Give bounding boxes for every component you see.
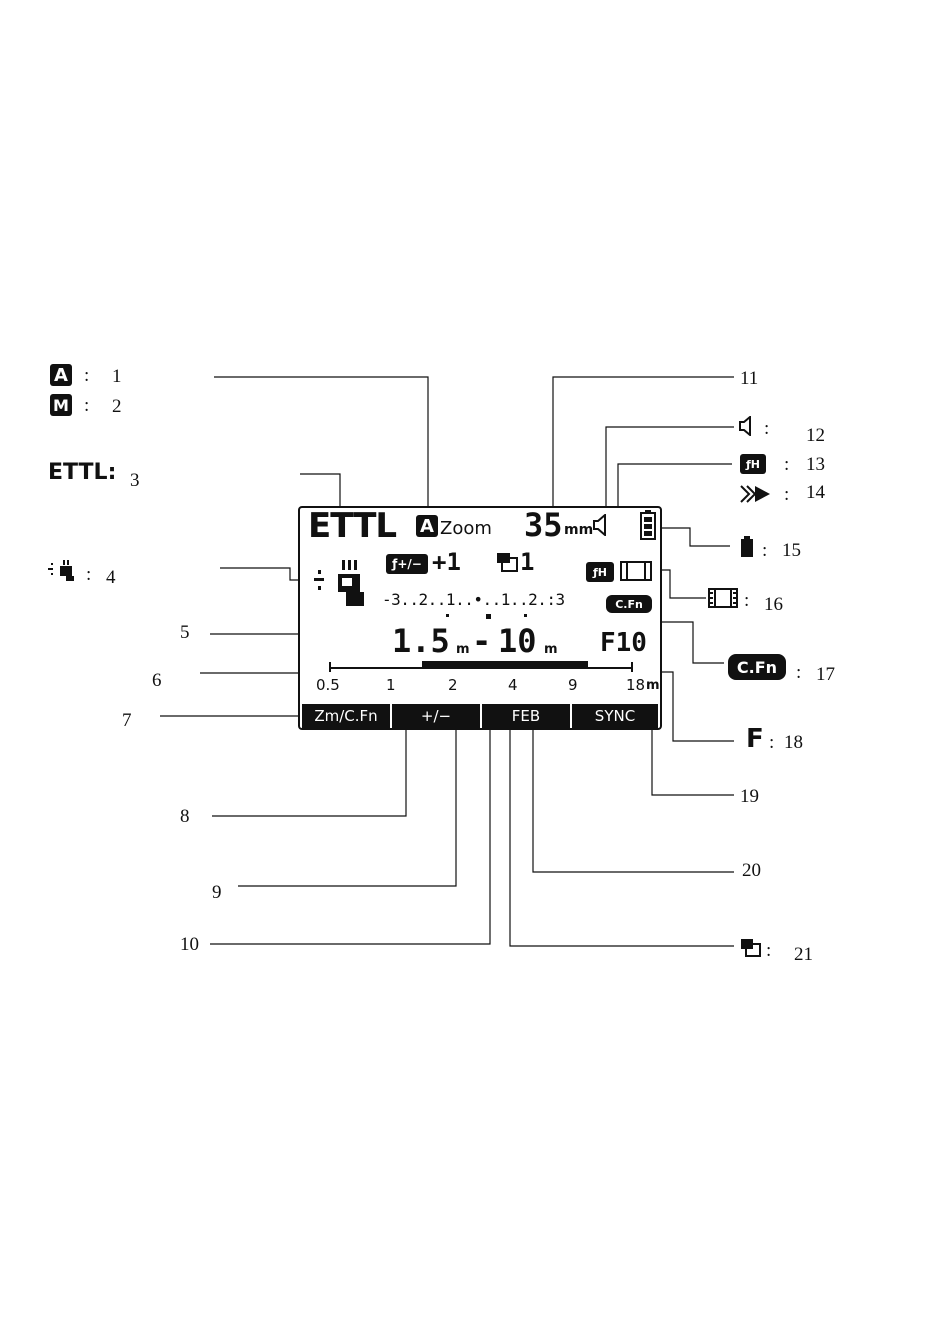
legend-colon: :	[796, 662, 801, 684]
focal-length-unit: mm	[564, 522, 593, 538]
f-number-label: F	[746, 724, 764, 754]
manual-zoom-icon: M	[50, 394, 72, 416]
tab-zoom-cfn[interactable]: Zm/C.Fn	[302, 704, 390, 728]
ettl-legend-label: ETTL:	[48, 460, 116, 485]
legend-num-13: 13	[806, 454, 825, 476]
distance-unit: m	[646, 678, 660, 693]
legend-num-17: 17	[816, 664, 835, 686]
fe-lock-panel-icon	[496, 552, 520, 574]
leader-19	[652, 690, 734, 795]
flash-exposure-compensation-icon: ƒ+/−	[386, 554, 428, 574]
high-speed-sync-icon: ƒH	[740, 454, 766, 474]
film-frame-icon	[708, 587, 738, 609]
leader-1	[214, 377, 428, 520]
legend-colon: :	[744, 590, 749, 612]
legend-colon: :	[762, 540, 767, 562]
second-curtain-sync-icon	[740, 484, 772, 504]
legend-num-21: 21	[794, 944, 813, 966]
battery-icon	[740, 536, 754, 558]
legend-num-4: 4	[106, 567, 116, 589]
range-far: 10	[498, 622, 537, 660]
legend-num-7: 7	[122, 710, 132, 732]
fe-count: 1	[520, 548, 534, 576]
range-near-unit: m	[456, 642, 470, 657]
legend-num-1: 1	[112, 366, 122, 388]
auto-zoom-icon: A	[50, 364, 72, 386]
range-near: 1.5	[392, 622, 450, 660]
legend-colon: :	[764, 418, 769, 440]
custom-function-icon: C.Fn	[728, 654, 786, 680]
distance-tick-3: 4	[508, 676, 518, 694]
legend-num-12: 12	[806, 425, 825, 447]
leader-11	[553, 377, 734, 520]
zoom-auto-icon: A	[416, 515, 438, 537]
legend-num-9: 9	[212, 882, 222, 904]
legend-num-15: 15	[782, 540, 801, 562]
distance-tick-5: 18	[626, 676, 645, 694]
distance-tick-1: 1	[386, 676, 396, 694]
fec-value: +1	[432, 548, 461, 576]
legend-colon: :	[784, 454, 789, 476]
lcd-panel: ETTL A Zoom 35 mm ƒ+/− +1 1 ƒH	[298, 506, 662, 730]
beep-speaker-icon	[592, 514, 610, 536]
legend-num-3: 3	[130, 470, 140, 492]
distance-bar	[320, 658, 640, 674]
speaker-icon	[738, 416, 756, 436]
legend-colon: :	[769, 732, 774, 754]
flash-exposure-lock-icon	[740, 938, 762, 958]
legend-num-5: 5	[180, 622, 190, 644]
legend-num-19: 19	[740, 786, 759, 808]
legend-num-6: 6	[152, 670, 162, 692]
range-separator: -	[472, 622, 491, 660]
legend-num-14: 14	[806, 482, 825, 504]
battery-level-icon	[640, 510, 656, 540]
exposure-level-scale: -3..2..1..•..1..2.:3	[382, 590, 565, 609]
legend-num-10: 10	[180, 934, 199, 956]
distance-tick-4: 9	[568, 676, 578, 694]
custom-function-panel-icon: C.Fn	[606, 595, 652, 613]
exposure-level-dots	[440, 610, 540, 622]
film-frame-panel-icon	[620, 560, 652, 582]
legend-colon: :	[86, 564, 91, 586]
legend-num-16: 16	[764, 594, 783, 616]
wireless-slave-icon	[48, 560, 78, 582]
legend-num-20: 20	[742, 860, 761, 882]
focal-length-value: 35	[524, 506, 563, 544]
legend-num-11: 11	[740, 368, 758, 390]
distance-tick-0: 0.5	[316, 676, 340, 694]
legend-num-18: 18	[784, 732, 803, 754]
flash-mode-label: ETTL	[308, 506, 396, 546]
range-far-unit: m	[544, 642, 558, 657]
zoom-label: Zoom	[440, 518, 492, 539]
legend-colon: :	[766, 940, 771, 962]
legend-num-8: 8	[180, 806, 190, 828]
hss-panel-icon: ƒH	[586, 562, 614, 582]
aperture-value: F10	[600, 628, 647, 658]
leader-15	[660, 528, 730, 546]
tab-sync[interactable]: SYNC	[572, 704, 658, 728]
legend-num-2: 2	[112, 396, 122, 418]
legend-colon: :	[84, 365, 89, 387]
tab-feb[interactable]: FEB	[482, 704, 570, 728]
wireless-slave-panel-icon	[308, 560, 372, 612]
legend-colon: :	[84, 395, 89, 417]
distance-tick-2: 2	[448, 676, 458, 694]
legend-colon: :	[784, 484, 789, 506]
tab-fec[interactable]: +/−	[392, 704, 480, 728]
